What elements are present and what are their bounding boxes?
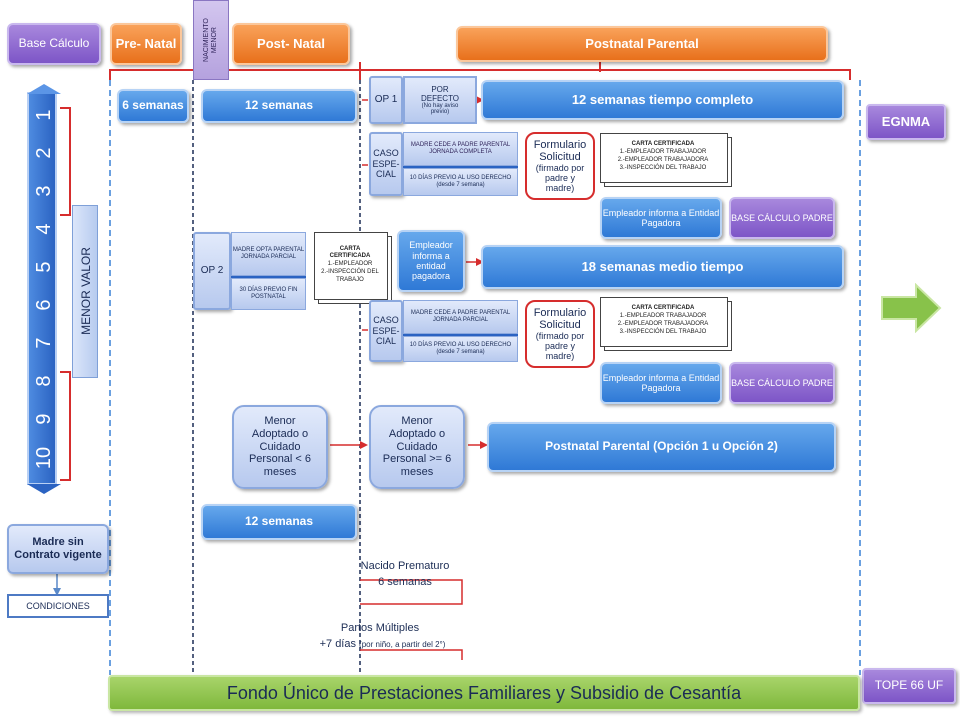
base-calculo-padre-2: BASE CÁLCULO PADRE — [729, 362, 835, 404]
empleador-informa-2: Empleador informa a Entidad Pagadora — [600, 362, 722, 404]
scale-number: 1 — [32, 109, 55, 121]
caso-especial-1-divider — [403, 166, 518, 168]
carta-certificada-2: CARTA CERTIFICADA 1.-EMPLEADOR TRABAJADO… — [600, 297, 732, 351]
base-calculo-padre-1: BASE CÁLCULO PADRE — [729, 197, 835, 239]
scale-number: 4 — [32, 223, 55, 235]
scale-number: 8 — [32, 375, 55, 387]
caso-especial-1-bottom: 10 DÍAS PREVIO AL USO DERECHO (desde 7 s… — [403, 168, 518, 196]
carta-2-line: 1.-EMPLEADOR TRABAJADOR — [619, 313, 707, 320]
nacimiento-menor-label: NACIMIENTO MENOR — [193, 0, 229, 80]
carta-certificada-1: CARTA CERTIFICADA 1.-EMPLEADOR TRABAJADO… — [600, 133, 732, 187]
partos-multiples-note: (por niño, a partir del 2°) — [359, 640, 446, 649]
empleador-informa-1: Empleador informa a Entidad Pagadora — [600, 197, 722, 239]
caso-especial-2-label: CASO ESPE- CIAL — [369, 300, 403, 362]
postnatal-weeks-box: 12 semanas — [201, 89, 357, 123]
scale-number: 6 — [32, 299, 55, 311]
formulario-1-sub: (firmado por padre y madre) — [535, 163, 585, 193]
carta-op2-line: 2.-INSPECCIÓN DEL TRABAJO — [321, 268, 379, 283]
right-arrow-icon — [881, 283, 942, 333]
formulario-1-title: Formulario Solicitud — [533, 139, 587, 163]
op1-result-box: 12 semanas tiempo completo — [481, 80, 844, 120]
por-defecto-text: POR DEFECTO — [420, 85, 460, 103]
op2-result-box: 18 semanas medio tiempo — [481, 245, 844, 289]
postnatal-weeks-bottom-box: 12 semanas — [201, 504, 357, 540]
menor-adoptado-menos-6-box: Menor Adoptado o Cuidado Personal < 6 me… — [232, 405, 328, 489]
adoption-result-box: Postnatal Parental (Opción 1 u Opción 2) — [487, 422, 836, 472]
caso-especial-2-divider — [403, 334, 518, 336]
carta-2-line: 2.-EMPLEADOR TRABAJADORA — [617, 321, 709, 327]
op2-bottom: 30 DÍAS PREVIO FIN POSTNATAL — [231, 278, 306, 310]
nacido-prematuro-line1: Nacido Prematuro — [360, 560, 450, 572]
egnma-box: EGNMA — [866, 104, 946, 140]
caso-especial-2-top: MADRE CEDE A PADRE PARENTAL JORNADA PARC… — [403, 300, 518, 334]
carta-1-line: 1.-EMPLEADOR TRABAJADOR — [619, 149, 707, 156]
formulario-2-sub: (firmado por padre y madre) — [535, 331, 585, 361]
caso-especial-2-bottom: 10 DÍAS PREVIO AL USO DERECHO (desde 7 s… — [403, 336, 518, 362]
scale-numbers: 1 2 3 4 5 6 7 8 9 10 — [27, 96, 61, 481]
carta-1-line: 3.-INSPECCIÓN DEL TRABAJO — [619, 164, 707, 171]
menor-valor-text: MENOR VALOR — [79, 247, 93, 335]
pre-natal-label: Pre- Natal — [110, 23, 182, 65]
base-calculo-label: Base Cálculo — [7, 23, 101, 65]
caso-especial-1-top: MADRE CEDE A PADRE PARENTAL JORNADA COMP… — [403, 132, 518, 166]
carta-certificada-op2: CARTA CERTIFICADA 1.-EMPLEADOR 2.-INSPEC… — [314, 232, 392, 304]
scale-number: 5 — [32, 261, 55, 273]
partos-multiples-line2: +7 días (por niño, a partir del 2°) — [300, 638, 465, 650]
op2-divider — [231, 276, 306, 278]
scale-top-arrow — [27, 84, 61, 94]
carta-1-title: CARTA CERTIFICADA — [631, 141, 695, 148]
carta-2-line: 3.-INSPECCIÓN DEL TRABAJO — [619, 328, 707, 335]
footer-banner: Fondo Único de Prestaciones Familiares y… — [108, 675, 860, 711]
prenatal-weeks-box: 6 semanas — [117, 89, 189, 123]
op1-box: OP 1 — [369, 76, 403, 124]
scale-bottom-arrow — [27, 484, 61, 494]
scale-number: 7 — [32, 337, 55, 349]
carta-op2-line: 1.-EMPLEADOR — [327, 261, 373, 268]
scale-number: 9 — [32, 413, 55, 425]
formulario-2-box: Formulario Solicitud (firmado por padre … — [525, 300, 595, 368]
partos-multiples-line1: Partos Múltiples — [340, 622, 420, 634]
partos-multiples-dias: +7 días — [319, 638, 356, 650]
nacido-prematuro-line2: 6 semanas — [378, 576, 432, 588]
scale-number: 3 — [32, 185, 55, 197]
nacimiento-menor-text: NACIMIENTO MENOR — [202, 18, 219, 62]
post-natal-label: Post- Natal — [232, 23, 350, 65]
postnatal-parental-label: Postnatal Parental — [456, 26, 828, 62]
carta-1-line: 2.-EMPLEADOR TRABAJADORA — [617, 157, 709, 163]
caso-especial-1-label: CASO ESPE- CIAL — [369, 132, 403, 196]
scale-number: 2 — [32, 147, 55, 159]
condiciones-box: CONDICIONES — [7, 594, 109, 618]
no-hay-aviso-text: (No hay aviso previo) — [421, 103, 459, 115]
op2-top: MADRE OPTA PARENTAL JORNADA PARCIAL — [231, 232, 306, 276]
menor-adoptado-mas-6-box: Menor Adoptado o Cuidado Personal >= 6 m… — [369, 405, 465, 489]
formulario-1-box: Formulario Solicitud (firmado por padre … — [525, 132, 595, 200]
carta-op2-title: CARTA CERTIFICADA — [329, 245, 371, 260]
op2-box: OP 2 — [193, 232, 231, 310]
madre-sin-contrato-box: Madre sin Contrato vigente — [7, 524, 109, 574]
por-defecto-box: POR DEFECTO (No hay aviso previo) — [403, 76, 477, 124]
formulario-2-title: Formulario Solicitud — [533, 307, 587, 331]
carta-2-title: CARTA CERTIFICADA — [631, 305, 695, 312]
op2-empleador-informa: Empleador informa a entidad pagadora — [397, 230, 465, 292]
tope-box: TOPE 66 UF — [862, 668, 956, 704]
menor-valor-box: MENOR VALOR — [72, 205, 98, 378]
scale-number: 10 — [32, 446, 55, 470]
